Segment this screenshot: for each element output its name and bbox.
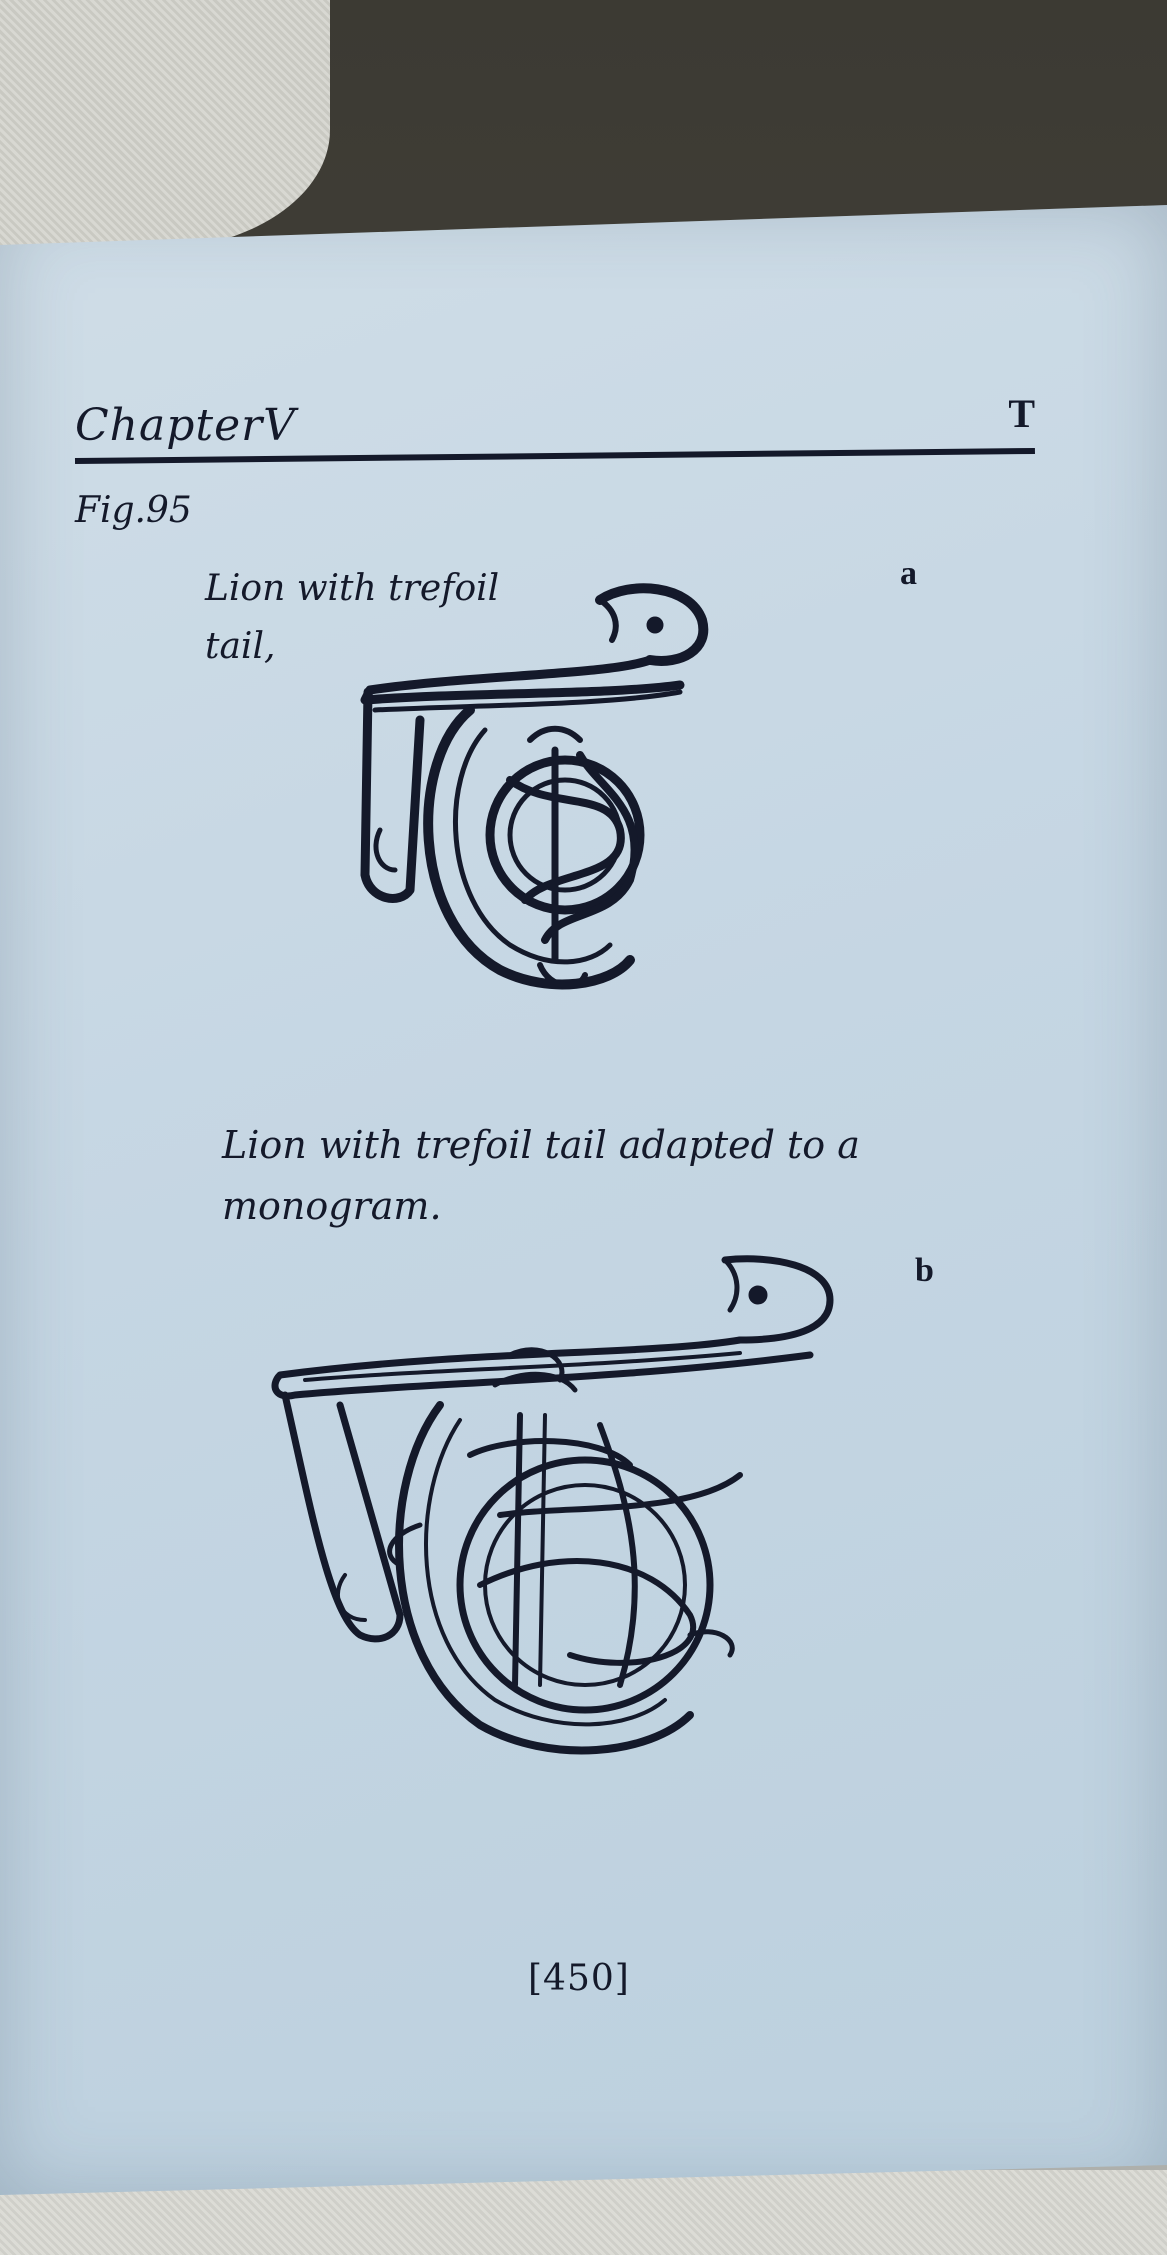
caption-a: Lion with trefoil tail,: [205, 568, 500, 667]
running-header: ChapterV T: [75, 391, 1035, 460]
figure-tag-b: b: [915, 1252, 934, 1289]
background-cloth: [0, 0, 330, 250]
figure-tag-a: a: [900, 555, 917, 592]
section-letter: T: [1008, 391, 1035, 436]
lion-monogram-illustration: [271, 1255, 834, 1755]
chapter-title: ChapterV: [75, 400, 296, 451]
book-page: [0, 205, 1167, 2195]
figure-label: Fig.95: [75, 490, 192, 531]
caption-b: Lion with trefoil tail adapted to a mono…: [222, 1123, 860, 1228]
lion-initial-t-illustration: [360, 583, 709, 990]
page-number: [450]: [528, 1958, 630, 1999]
